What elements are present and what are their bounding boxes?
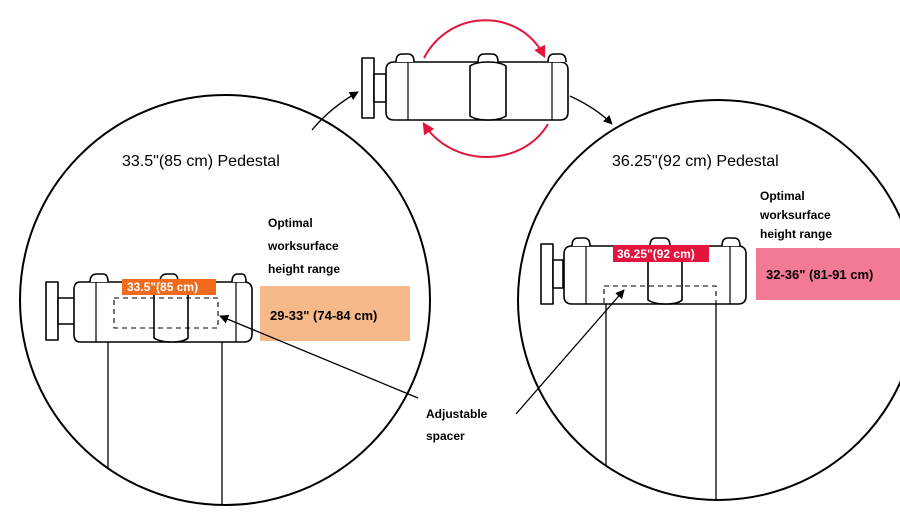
spacer-pointer-icon [219, 289, 625, 415]
top-pedestal-icon [361, 53, 569, 121]
rotation-arrow-icon [422, 19, 549, 158]
arrow-left-to-top [311, 91, 359, 131]
left-range-text: 29-33" (74-84 cm) [270, 308, 377, 323]
right-range-text: 32-36" (81-91 cm) [766, 267, 873, 282]
right-magnifier: 36.25"(92 cm) 36.25"(92 cm) Pedestal Opt… [517, 99, 900, 501]
left-magnifier: 33.5"(85 cm) 33.5"(85 cm) Pedestal Optim… [19, 94, 431, 506]
left-range-band [260, 286, 410, 341]
right-optimal-label: Optimal worksurface height range [759, 189, 834, 241]
right-height-tag [613, 245, 709, 262]
right-height-tag-text: 36.25"(92 cm) [617, 247, 695, 261]
right-range-band [756, 248, 900, 300]
left-height-tag [122, 279, 216, 295]
left-pedestal-title: 33.5"(85 cm) Pedestal [122, 153, 280, 170]
adjustable-spacer-label: Adjustable spacer [426, 407, 491, 443]
left-optimal-label: Optimal worksurface height range [267, 216, 342, 276]
right-pedestal-title: 36.25"(92 cm) Pedestal [612, 153, 779, 170]
left-height-tag-text: 33.5"(85 cm) [127, 280, 198, 294]
arrow-top-to-right [569, 95, 613, 125]
right-pedestal-icon [540, 237, 747, 305]
